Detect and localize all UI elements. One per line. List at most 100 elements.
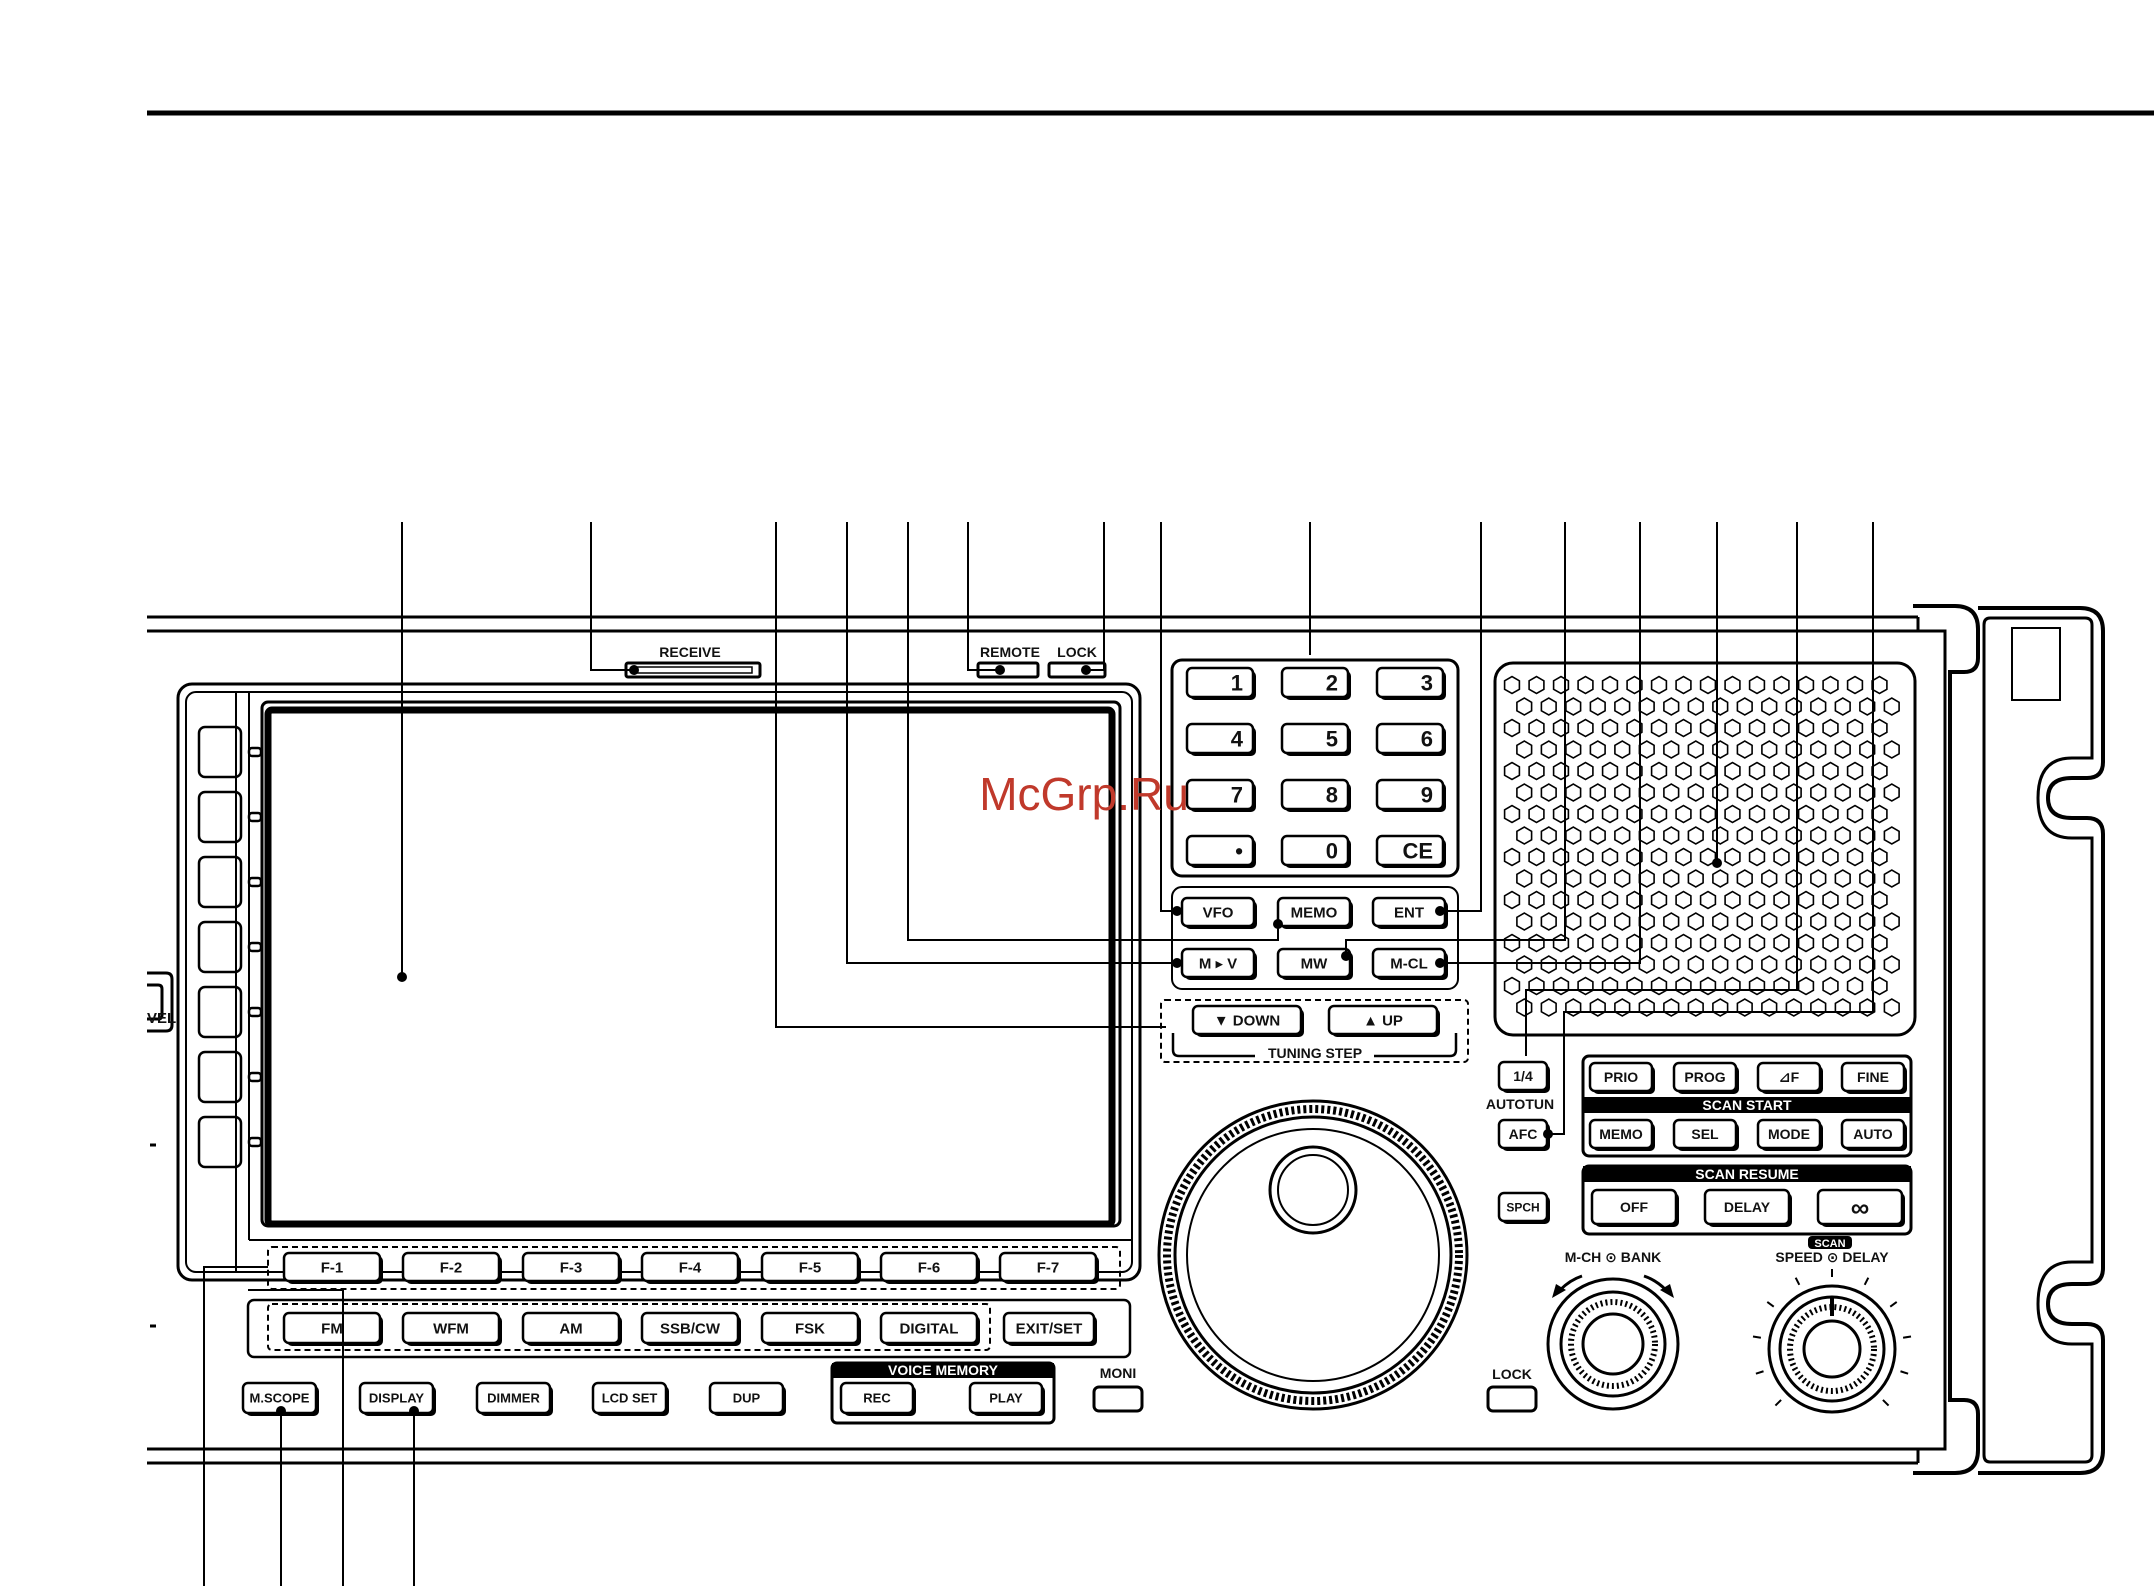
receive-label: RECEIVE (659, 644, 720, 660)
mw-key-label: MW (1301, 955, 1328, 972)
scan-resume-key[interactable]: ∞ (1816, 1188, 1905, 1227)
mode-key[interactable]: AM (521, 1311, 622, 1346)
scan-tag-box (1808, 1236, 1852, 1249)
function-keys-group (267, 1246, 1121, 1290)
voice-memory-title: VOICE MEMORY (888, 1362, 999, 1378)
up-key[interactable]: ▲ UP (1327, 1004, 1440, 1037)
side-button[interactable] (197, 855, 243, 909)
keypad-key-label: 7 (1231, 782, 1243, 807)
keypad-key[interactable]: • (1185, 834, 1256, 868)
mscope-key[interactable]: M.SCOPE (241, 1381, 319, 1416)
function-key[interactable]: F-6 (879, 1251, 980, 1284)
side-button[interactable] (197, 1050, 243, 1104)
mode-keys: FM WFM AM SSB/CW FSK DIGITAL EXIT/SET (282, 1311, 1097, 1346)
mv-key[interactable]: M ▸ V (1180, 947, 1257, 980)
side-button[interactable] (197, 920, 243, 974)
moni-label: MONI (1100, 1365, 1137, 1381)
function-key[interactable]: F-4 (640, 1251, 741, 1284)
scan-start-key[interactable]: SEL (1672, 1118, 1739, 1151)
callout-lines (203, 522, 1874, 1586)
mode-key[interactable]: WFM (401, 1311, 502, 1346)
keypad-key[interactable]: 7 (1185, 778, 1256, 812)
up-key-label: ▲ UP (1363, 1012, 1403, 1029)
speed-delay-knob[interactable] (1752, 1269, 1912, 1414)
function-key-label: F-3 (560, 1259, 583, 1276)
keypad-key[interactable]: 4 (1185, 722, 1256, 756)
speed-delay-label: SPEED ⊙ DELAY (1775, 1249, 1889, 1265)
side-button[interactable] (197, 1115, 243, 1169)
quarter-key[interactable]: 1/4 (1497, 1060, 1550, 1093)
mcl-key-label: M-CL (1390, 955, 1428, 972)
scan-key[interactable]: ⊿F (1756, 1061, 1823, 1094)
lock-button[interactable] (1486, 1385, 1538, 1413)
scan-key[interactable]: PRIO (1588, 1061, 1655, 1094)
keypad-key-label: 6 (1421, 726, 1433, 751)
side-button[interactable] (197, 725, 243, 779)
mode-key[interactable]: FSK (760, 1311, 861, 1346)
vfo-key-label: VFO (1203, 904, 1234, 921)
function-key[interactable]: F-7 (998, 1251, 1099, 1284)
mode-key-label: AM (559, 1320, 582, 1337)
down-key[interactable]: ▼ DOWN (1191, 1004, 1304, 1037)
keypad-key[interactable]: 9 (1375, 778, 1446, 812)
keypad-key[interactable]: 2 (1280, 666, 1351, 700)
scan-resume-title: SCAN RESUME (1695, 1166, 1798, 1182)
spch-key[interactable]: SPCH (1497, 1191, 1550, 1224)
main-dial[interactable] (1157, 1099, 1469, 1411)
mode-key[interactable]: DIGITAL (879, 1311, 980, 1346)
scan-keys: PRIO PROG ⊿F FINE MEMO SEL MODE AUTO (1588, 1061, 1907, 1151)
mode-key-label: DIGITAL (900, 1320, 959, 1337)
mch-bank-knob[interactable] (1546, 1274, 1680, 1411)
exit-set-key[interactable]: EXIT/SET (1002, 1311, 1097, 1346)
moni-button[interactable] (1092, 1385, 1144, 1413)
mode-key[interactable]: SSB/CW (640, 1311, 741, 1346)
scan-key[interactable]: FINE (1840, 1061, 1907, 1094)
function-key[interactable]: F-1 (282, 1251, 383, 1284)
memo-key[interactable]: MEMO (1276, 896, 1353, 929)
scan-resume-key[interactable]: DELAY (1703, 1188, 1792, 1227)
rec-key[interactable]: REC (839, 1381, 916, 1416)
afc-key-label: AFC (1509, 1126, 1538, 1142)
mcl-key[interactable]: M-CL (1371, 947, 1448, 980)
dimmer-key[interactable]: DIMMER (475, 1381, 553, 1416)
function-key[interactable]: F-3 (521, 1251, 622, 1284)
dup-key[interactable]: DUP (708, 1381, 786, 1416)
function-key-label: F-5 (799, 1259, 822, 1276)
ent-key[interactable]: ENT (1371, 896, 1448, 929)
bottom-keys: M.SCOPE DISPLAY DIMMER LCD SET DUP (241, 1381, 786, 1416)
function-key[interactable]: F-5 (760, 1251, 861, 1284)
scan-key[interactable]: PROG (1672, 1061, 1739, 1094)
afc-key[interactable]: AFC (1497, 1118, 1550, 1151)
display-key[interactable]: DISPLAY (358, 1381, 436, 1416)
play-key[interactable]: PLAY (968, 1381, 1045, 1416)
scan-start-key[interactable]: MODE (1756, 1118, 1823, 1151)
mv-key-label: M ▸ V (1199, 955, 1237, 972)
mode-key[interactable]: FM (282, 1311, 383, 1346)
lock-key-label: LOCK (1492, 1366, 1532, 1382)
voice-memory-title-bar (832, 1363, 1054, 1378)
keypad-key[interactable]: 8 (1280, 778, 1351, 812)
scan-start-key[interactable]: MEMO (1588, 1118, 1655, 1151)
function-key-label: F-6 (918, 1259, 941, 1276)
side-button[interactable] (197, 790, 243, 844)
keypad-key-label: 2 (1326, 670, 1338, 695)
lcdset-key[interactable]: LCD SET (591, 1381, 669, 1416)
receive-indicator: RECEIVE (624, 644, 762, 679)
keypad-key[interactable]: 5 (1280, 722, 1351, 756)
keypad-key[interactable]: 0 (1280, 834, 1351, 868)
scan-key-label: FINE (1857, 1069, 1889, 1085)
keypad-key[interactable]: CE (1375, 834, 1446, 868)
scan-resume-key[interactable]: OFF (1590, 1188, 1679, 1227)
vfo-key[interactable]: VFO (1180, 896, 1257, 929)
side-button[interactable] (197, 985, 243, 1039)
keypad-key[interactable]: 6 (1375, 722, 1446, 756)
mw-key[interactable]: MW (1276, 947, 1353, 980)
keypad-key[interactable]: 1 (1185, 666, 1256, 700)
function-key[interactable]: F-2 (401, 1251, 502, 1284)
scan-start-key[interactable]: AUTO (1840, 1118, 1907, 1151)
remote-label: REMOTE (980, 644, 1040, 660)
keypad-key[interactable]: 3 (1375, 666, 1446, 700)
